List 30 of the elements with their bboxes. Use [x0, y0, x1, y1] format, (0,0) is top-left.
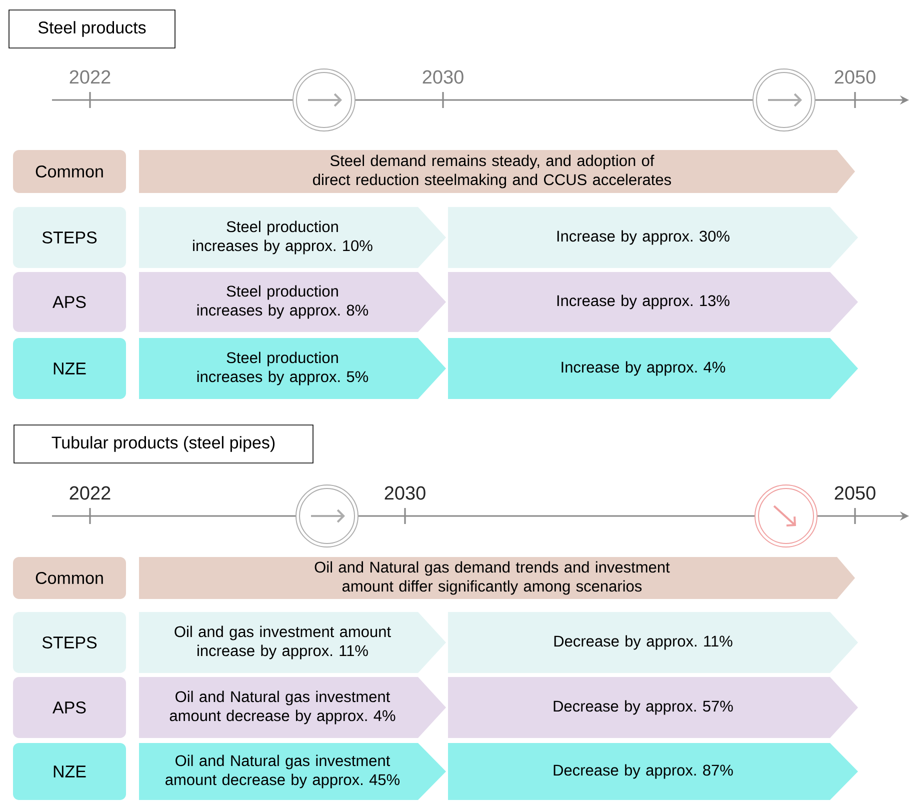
pentagon-banner: Oil and gas investment amount increase by approx. 11% [139, 612, 446, 673]
scenario-box: APS [13, 272, 126, 332]
section-title-box: Steel products [8, 10, 176, 48]
section-title-box: Tubular products (steel pipes) [14, 424, 314, 464]
year-label: 2030 [422, 70, 464, 84]
pentagon-banner: Increase by approx. 4% [448, 338, 858, 399]
pentagon-banner: Decrease by approx. 57% [448, 677, 858, 738]
pentagon-banner: Steel production increases by approx. 8% [139, 272, 446, 332]
year-label: 2022 [70, 486, 110, 500]
pentagon-banner: Oil and Natural gas investment amount decrease by approx. 45% [139, 743, 446, 800]
scenario-box: Common [13, 557, 126, 599]
pentagon-banner: Oil and Natural gas investment amount decrease by approx. 4% [139, 677, 446, 738]
pentagon-banner: Decrease by approx. 87% [448, 743, 858, 800]
scenario-box: NZE [13, 338, 126, 399]
scenario-box: APS [13, 677, 126, 738]
scenario-box: Common [13, 150, 126, 193]
scenario-box: STEPS [13, 612, 126, 673]
pentagon-banner: Steel demand remains steady, and adoption of direct reduction steelmaking and CCUS accelerates [139, 150, 855, 193]
year-label: 2050 [834, 70, 876, 84]
pentagon-banner: Decrease by approx. 11% [448, 612, 858, 673]
pentagon-banner: Steel production increases by approx. 10% [139, 207, 446, 268]
year-label: 2050 [834, 486, 876, 500]
year-label: 2022 [70, 70, 110, 84]
pentagon-banner: Increase by approx. 13% [448, 272, 858, 332]
year-label: 2030 [384, 486, 426, 500]
pentagon-banner: Increase by approx. 30% [448, 207, 858, 268]
scenario-box: STEPS [13, 207, 126, 268]
pentagon-banner: Steel production increases by approx. 5% [139, 338, 446, 399]
pentagon-banner: Oil and Natural gas demand trends and investment amount differ significantly among scenarios [139, 557, 855, 599]
scenario-box: NZE [13, 743, 126, 800]
